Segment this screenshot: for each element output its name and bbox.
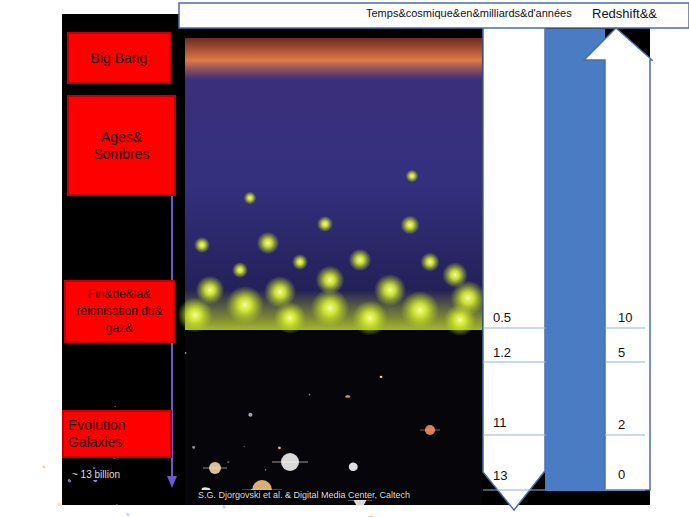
era-label: Big Bang: [91, 50, 148, 67]
scale-value: 11: [493, 415, 507, 430]
era-box: Evolution Galaxies: [62, 410, 172, 458]
era-box: Fin&de&la& réionisation du& gaz&: [64, 280, 175, 343]
down-arrow-outline: [482, 28, 546, 512]
era-label: Ages& Sombres: [73, 129, 170, 163]
era-box: Big Bang: [67, 32, 171, 84]
scale-value: 5: [618, 345, 625, 360]
scale-arrow: 10 5 2 0: [583, 8, 653, 492]
era-label: Fin&de&la& réionisation du& gaz&: [70, 286, 169, 337]
axis-title: Temps&cosmique&en&milliards&d'années: [366, 7, 572, 19]
scale-arrow: 0.5 1.2 11 13: [482, 28, 546, 512]
scale-value: 13: [493, 468, 507, 483]
scale-value: 0: [618, 467, 625, 482]
time-note: ~ 13 billion: [70, 469, 122, 480]
scale-value: 1.2: [493, 345, 511, 360]
scale-value: 0.5: [493, 310, 511, 325]
image-credit: S.G. Djorgovski et al. & Digital Media C…: [196, 490, 412, 500]
scale-value: 10: [618, 310, 632, 325]
axis-title: Redshift&&: [592, 6, 657, 21]
header-box: Temps&cosmique&en&milliards&d'années Reds…: [178, 2, 689, 29]
scale-value: 2: [618, 417, 625, 432]
era-box: Ages& Sombres: [67, 95, 176, 196]
era-label: Evolution Galaxies: [68, 417, 166, 451]
